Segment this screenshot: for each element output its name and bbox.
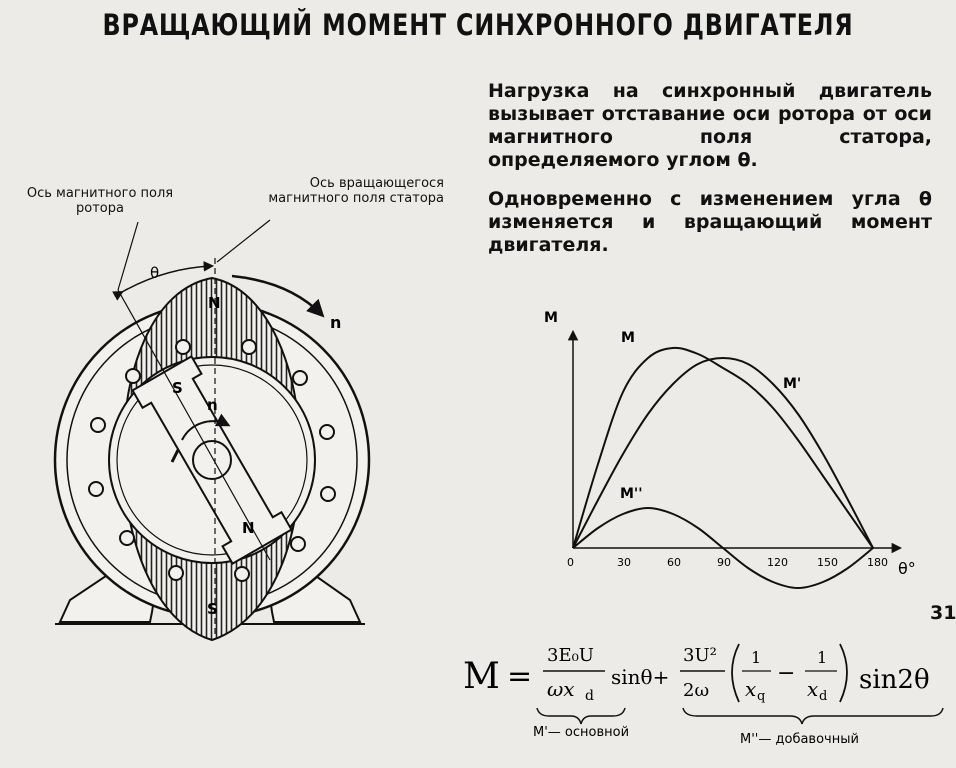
frac1-numerator: 1 — [751, 648, 761, 667]
term2-denominator: 2ω — [683, 680, 709, 701]
y-axis-label: M — [544, 310, 558, 326]
series-line-0 — [572, 346, 874, 549]
rotor-pole-s: S — [172, 379, 183, 397]
stator-pole-s: S — [207, 600, 218, 618]
frac1-denominator-sub: q — [757, 689, 765, 704]
sin-theta: sinθ+ — [611, 665, 669, 689]
brace-additional-label: M''— добавочный — [740, 732, 859, 747]
frac2-numerator: 1 — [817, 648, 827, 667]
formula-minus: − — [777, 661, 795, 686]
x-axis-label: θ° — [898, 559, 916, 578]
x-tick-label: 30 — [617, 556, 631, 569]
stator-pole-n: N — [208, 294, 221, 312]
rotor-pole-n: N — [242, 519, 255, 537]
rotation-n-inner: n — [207, 396, 218, 414]
term1-denominator-sub: d — [585, 688, 594, 704]
term1-denominator: ωx — [547, 677, 575, 701]
page-number: 31 — [930, 602, 956, 624]
sin-two-theta: sin2θ — [859, 665, 930, 695]
term1-numerator: 3E₀U — [547, 645, 594, 666]
paragraph-torque-change: Одновременно с изменением угла θ изменяе… — [488, 188, 932, 256]
x-tick-label: 120 — [767, 556, 788, 569]
torque-angle-chart: M θ° 0 30 60 90 120 150 180 M M' M'' — [544, 310, 916, 590]
rotation-n-outer: n — [330, 313, 341, 332]
paragraph-load-lag: Нагрузка на синхронный двигатель вызывае… — [488, 80, 932, 171]
stator-axis-label: Ось вращающегося магнитного поля статора — [268, 176, 444, 206]
term2-numerator: 3U² — [683, 645, 717, 666]
x-tick-label: 150 — [817, 556, 838, 569]
brace-main-label: M'— основной — [533, 725, 629, 740]
torque-formula: M = 3E₀U ωx d sinθ+ 3U² 2ω 1 x q − 1 x d… — [463, 643, 944, 747]
page-title: ВРАЩАЮЩИЙ МОМЕНТ СИНХРОННОГО ДВИГАТЕЛЯ — [102, 8, 854, 42]
x-tick-label: 60 — [667, 556, 681, 569]
frac2-denominator-sub: d — [819, 689, 827, 704]
formula-equals: = — [507, 659, 532, 694]
rotor-axis-label: Ось магнитного поля ротора — [26, 186, 174, 216]
series-line-2 — [572, 506, 874, 590]
series-label-1: M' — [783, 376, 801, 392]
x-tick-label: 180 — [867, 556, 888, 569]
x-tick-label: 0 — [567, 556, 574, 569]
x-tick-label: 90 — [717, 556, 731, 569]
frac2-denominator: x — [807, 677, 818, 701]
series-line-1 — [572, 356, 874, 549]
theta-label: θ — [150, 264, 159, 282]
frac1-denominator: x — [745, 677, 756, 701]
series-label-0: M — [621, 330, 635, 346]
motor-diagram: θ n N S S N n — [53, 219, 371, 642]
formula-lhs: M — [463, 656, 500, 697]
series-label-2: M'' — [620, 486, 643, 502]
